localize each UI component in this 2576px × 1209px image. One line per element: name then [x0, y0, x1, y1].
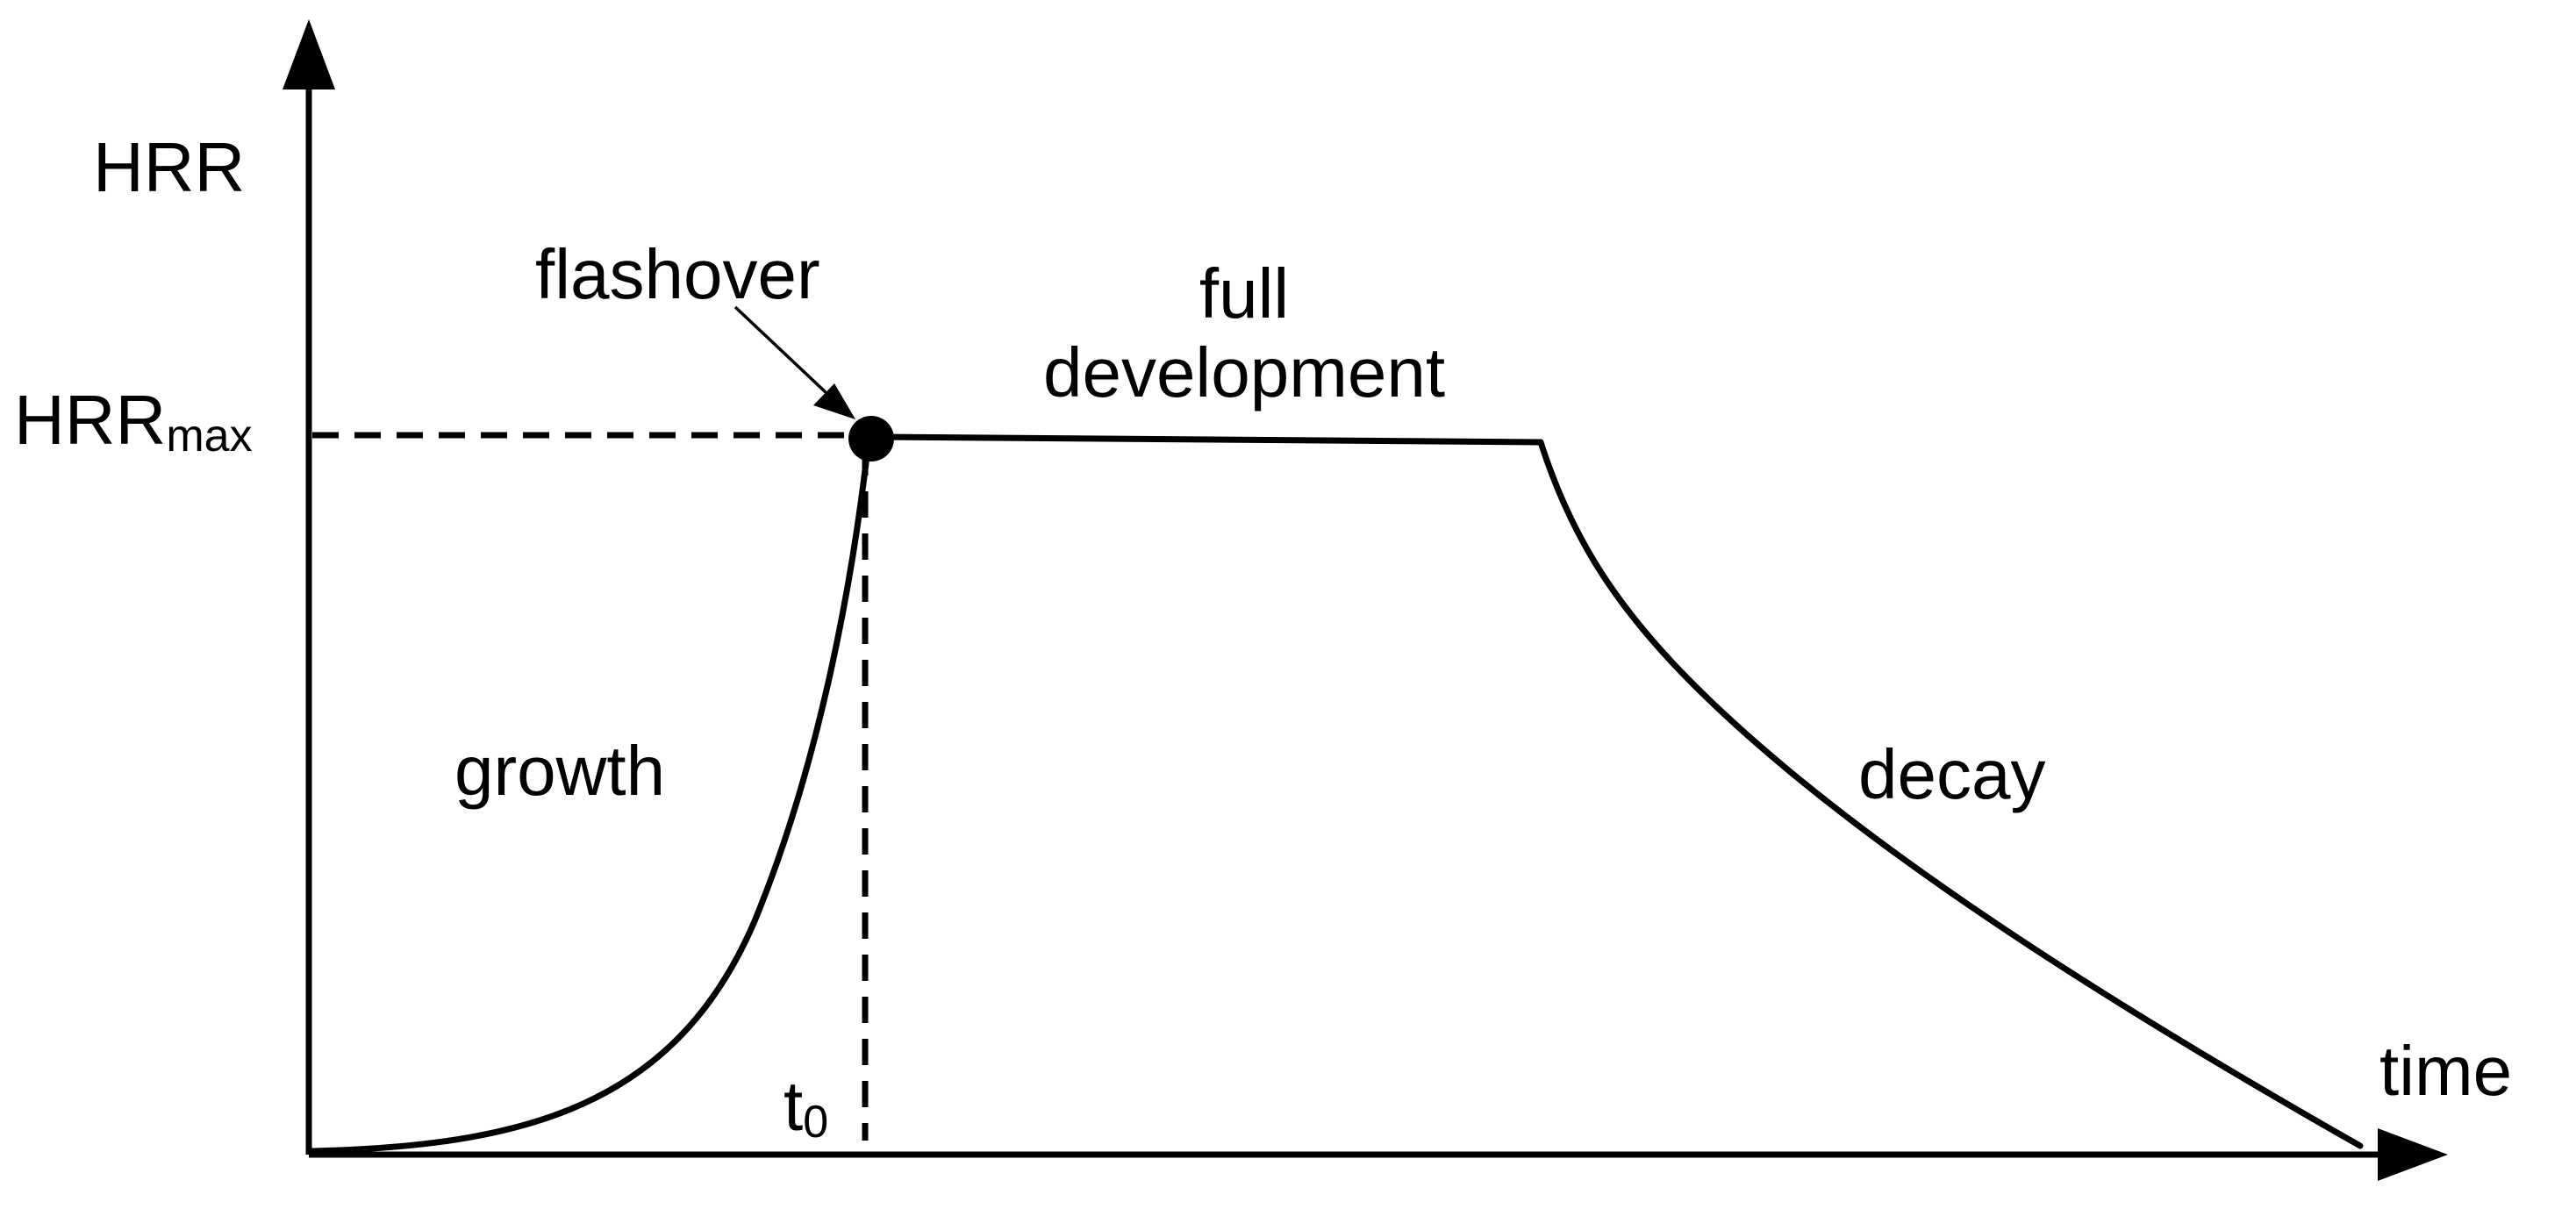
full-development-label-line2: development [1043, 333, 1445, 411]
hrr-max-label-main: HRR [14, 381, 166, 459]
t0-label-sub: 0 [803, 1097, 828, 1148]
decay-curve [1537, 439, 2364, 1149]
flashover-point-marker-icon [848, 416, 894, 461]
flashover-pointer-arrow-icon [813, 383, 855, 419]
y-axis-label: HRR [93, 128, 245, 206]
decay-label: decay [1858, 735, 2045, 813]
growth-label: growth [454, 732, 665, 810]
y-axis-arrow-icon [283, 19, 335, 89]
t0-label-main: t [784, 1067, 803, 1145]
x-axis-arrow-icon [2378, 1128, 2448, 1181]
flashover-pointer-line [733, 305, 828, 395]
full-development-curve [869, 433, 1544, 446]
hrr-max-label: HRRmax [14, 381, 253, 461]
growth-curve [309, 437, 872, 1155]
hrr-max-label-sub: max [166, 411, 252, 461]
full-development-label-line1: full [1199, 254, 1289, 333]
t0-label: t0 [784, 1067, 828, 1148]
flashover-label: flashover [535, 235, 820, 313]
x-axis-label: time [2379, 1032, 2512, 1110]
